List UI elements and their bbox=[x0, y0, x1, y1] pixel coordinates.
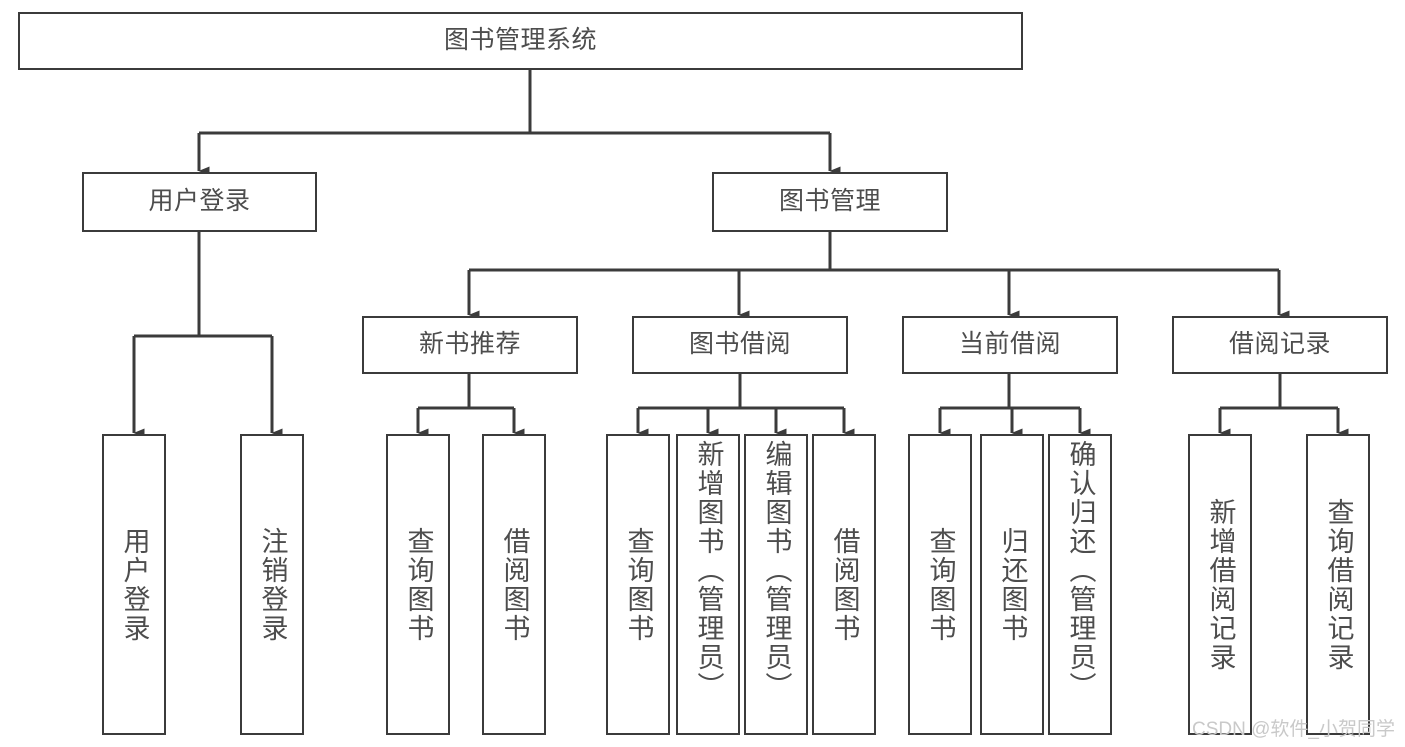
node-label: 确认归还（管理员） bbox=[1065, 440, 1096, 701]
node-label: 归还图书 bbox=[997, 526, 1028, 643]
node-label: 用户登录 bbox=[119, 526, 150, 643]
node-label: 图书管理系统 bbox=[443, 26, 597, 55]
node-label: 借阅记录 bbox=[1228, 330, 1331, 359]
node-label: 图书借阅 bbox=[688, 330, 791, 359]
node-label: 注销登录 bbox=[257, 526, 288, 643]
node-label: 新增借阅记录 bbox=[1205, 497, 1236, 672]
node-label: 借阅图书 bbox=[499, 526, 530, 643]
leaf-user-login[interactable]: 用户登录 bbox=[102, 434, 166, 735]
leaf-return-book[interactable]: 归还图书 bbox=[980, 434, 1044, 735]
node-label: 查询图书 bbox=[623, 526, 654, 643]
node-book-borrow[interactable]: 图书借阅 bbox=[632, 316, 848, 374]
leaf-logout-login[interactable]: 注销登录 bbox=[240, 434, 304, 735]
node-user-login[interactable]: 用户登录 bbox=[82, 172, 317, 232]
node-new-book-recommend[interactable]: 新书推荐 bbox=[362, 316, 578, 374]
node-label: 新书推荐 bbox=[418, 330, 521, 359]
node-label: 用户登录 bbox=[148, 187, 251, 216]
node-book-manage[interactable]: 图书管理 bbox=[712, 172, 948, 232]
node-label: 查询图书 bbox=[403, 526, 434, 643]
leaf-add-borrow-record[interactable]: 新增借阅记录 bbox=[1188, 434, 1252, 735]
node-root-system[interactable]: 图书管理系统 bbox=[18, 12, 1023, 70]
node-label: 图书管理 bbox=[778, 187, 881, 216]
leaf-confirm-return-admin[interactable]: 确认归还（管理员） bbox=[1048, 434, 1112, 735]
watermark: CSDN @软件_小贺同学 bbox=[1192, 719, 1395, 740]
leaf-query-book-current[interactable]: 查询图书 bbox=[908, 434, 972, 735]
leaf-query-borrow-record[interactable]: 查询借阅记录 bbox=[1306, 434, 1370, 735]
leaf-query-book-recommend[interactable]: 查询图书 bbox=[386, 434, 450, 735]
leaf-borrow-book-recommend[interactable]: 借阅图书 bbox=[482, 434, 546, 735]
leaf-edit-book-admin[interactable]: 编辑图书（管理员） bbox=[744, 434, 808, 735]
node-label: 查询图书 bbox=[925, 526, 956, 643]
node-label: 编辑图书（管理员） bbox=[761, 440, 792, 701]
leaf-query-book-borrow[interactable]: 查询图书 bbox=[606, 434, 670, 735]
node-label: 新增图书（管理员） bbox=[693, 440, 724, 701]
node-label: 查询借阅记录 bbox=[1323, 497, 1354, 672]
node-label: 当前借阅 bbox=[958, 330, 1061, 359]
node-borrow-record[interactable]: 借阅记录 bbox=[1172, 316, 1388, 374]
node-current-borrow[interactable]: 当前借阅 bbox=[902, 316, 1118, 374]
node-label: 借阅图书 bbox=[829, 526, 860, 643]
leaf-borrow-book[interactable]: 借阅图书 bbox=[812, 434, 876, 735]
leaf-add-book-admin[interactable]: 新增图书（管理员） bbox=[676, 434, 740, 735]
